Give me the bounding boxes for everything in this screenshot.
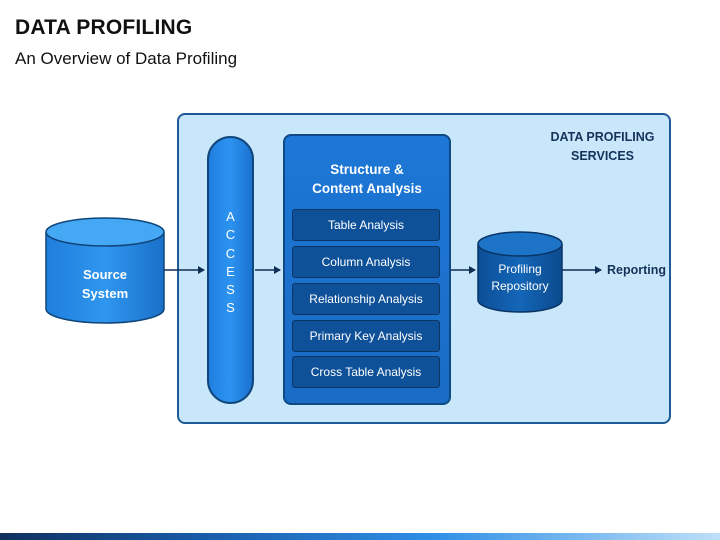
repository-label-line1: Profiling bbox=[498, 262, 542, 276]
access-letter: C bbox=[225, 227, 236, 243]
profiling-repository-label: Profiling Repository bbox=[478, 261, 562, 295]
source-label-line1: Source bbox=[82, 267, 128, 282]
analysis-item-table: Table Analysis bbox=[292, 209, 440, 241]
services-label-line1: DATA PROFILING bbox=[550, 130, 655, 144]
access-pill bbox=[207, 136, 254, 404]
services-label-line2: SERVICES bbox=[571, 149, 634, 163]
analysis-title: Structure & Content Analysis bbox=[283, 160, 451, 198]
access-letter: C bbox=[225, 245, 236, 261]
profiling-repository-cylinder bbox=[477, 231, 563, 313]
analysis-item-primary-key: Primary Key Analysis bbox=[292, 320, 440, 352]
analysis-title-line1: Structure & bbox=[330, 162, 404, 177]
source-label-line2: System bbox=[81, 286, 129, 301]
bottom-accent-bar bbox=[0, 533, 720, 540]
access-label: A C C E S S bbox=[207, 208, 254, 318]
access-letter: S bbox=[226, 300, 235, 316]
access-letter: A bbox=[226, 209, 235, 224]
repository-label-line2: Repository bbox=[491, 279, 549, 293]
reporting-label: Reporting bbox=[607, 263, 667, 277]
source-system-label: Source System bbox=[46, 265, 164, 303]
page-title: DATA PROFILING bbox=[15, 16, 193, 39]
access-letter: S bbox=[226, 282, 235, 298]
analysis-item-column: Column Analysis bbox=[292, 246, 440, 278]
analysis-item-relationship: Relationship Analysis bbox=[292, 283, 440, 315]
access-letter: E bbox=[226, 263, 235, 279]
analysis-title-line2: Content Analysis bbox=[312, 181, 422, 196]
services-label: DATA PROFILING SERVICES bbox=[530, 128, 675, 166]
source-system-cylinder bbox=[45, 217, 165, 324]
analysis-item-cross-table: Cross Table Analysis bbox=[292, 356, 440, 388]
page-subtitle: An Overview of Data Profiling bbox=[15, 49, 238, 68]
